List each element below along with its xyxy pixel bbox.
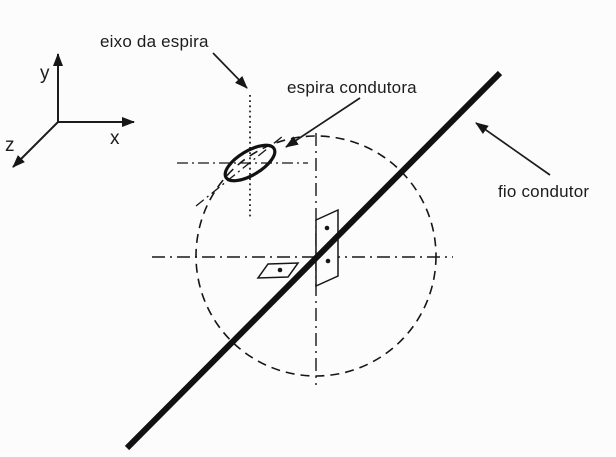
field-dot-lower [325,258,331,264]
z-axis-label: z [5,135,15,156]
loop-axis-pointer-arrow [212,52,248,89]
field-dot-left [277,267,283,273]
conducting-loop-ellipse [223,143,277,183]
loop-label: espira condutora [287,78,417,97]
wire-pointer-arrow [475,122,551,176]
field-dot-upper [324,225,330,231]
conducting-wire-line [124,70,503,451]
loop-axis-label: eixo da espira [100,32,209,51]
x-axis-label: x [110,128,120,149]
wire-label: fio condutor [498,182,589,201]
loop-pointer-arrow [285,97,361,148]
coordinate-axes: y x z [5,53,135,168]
z-axis-arrow [12,121,59,168]
loop-diagonal-centerline [195,135,284,207]
y-axis-label: y [40,63,50,84]
